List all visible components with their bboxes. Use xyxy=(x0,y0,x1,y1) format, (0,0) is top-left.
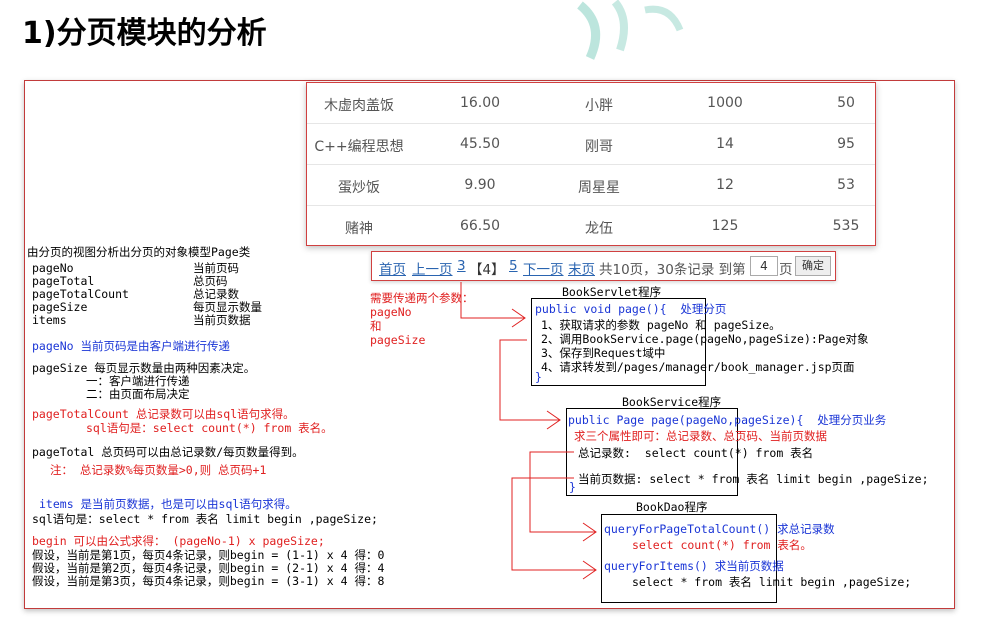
note-pagesize-2: 一：客户端进行传递 xyxy=(86,374,190,388)
note-pt-1: pageTotal 总页码可以由总记录数/每页数量得到。 xyxy=(32,445,304,459)
servlet-step-1: 1、获取请求的参数 pageNo 和 pageSize。 xyxy=(541,318,781,332)
table-cell: 9.90 xyxy=(464,177,496,193)
dao-box xyxy=(601,514,777,603)
arrow-servlet-to-service xyxy=(499,339,560,421)
dao-method-1: queryForPageTotalCount() 求总记录数 xyxy=(604,522,835,536)
dao-method-2: queryForItems() 求当前页数据 xyxy=(604,559,784,573)
params-note-3: 和 xyxy=(370,319,382,333)
dao-method-2-sql: select * from 表名 limit begin ,pageSize; xyxy=(632,575,912,589)
note-begin-4: 假设，当前是第3页，每页4条记录，则begin = (3-1) x 4 得：8 xyxy=(32,574,385,588)
table-cell: 45.50 xyxy=(459,136,501,152)
arrow-pager-to-servlet xyxy=(460,282,525,319)
service-close: } xyxy=(569,480,576,494)
service-items: 当前页数据: select * from 表名 limit begin ,pag… xyxy=(578,472,929,486)
page-5-link[interactable]: 5 xyxy=(509,258,518,274)
page-3-link[interactable]: 3 xyxy=(457,258,466,274)
table-cell: 刚哥 xyxy=(585,139,613,155)
page-number-input[interactable]: 4 xyxy=(750,256,778,276)
model-field-desc: 总页码 xyxy=(193,274,228,288)
pagination-bar: 首页 上一页 3 【4】 5 下一页 末页 共10页，30条记录 到第 4 页 … xyxy=(371,251,836,281)
table-cell: 16.00 xyxy=(459,95,501,111)
next-page-link[interactable]: 下一页 xyxy=(523,262,564,278)
params-note-2: pageNo xyxy=(370,305,412,319)
arrow-service-to-dao-items xyxy=(511,477,596,571)
model-field-desc: 当前页码 xyxy=(193,261,239,275)
params-note-1: 需要传递两个参数： xyxy=(370,291,474,305)
table-cell: 木虚肉盖饭 xyxy=(324,98,394,114)
watermark-logo xyxy=(576,0,684,60)
current-page: 【4】 xyxy=(469,262,505,278)
row-divider xyxy=(307,164,875,165)
table-cell: 50 xyxy=(837,95,855,111)
table-cell: 1000 xyxy=(707,95,743,111)
table-cell: 小胖 xyxy=(585,98,613,114)
table-cell: 95 xyxy=(837,136,855,152)
dao-method-1-sql: select count(*) from 表名。 xyxy=(632,538,812,552)
page-unit: 页 xyxy=(779,262,793,278)
table-cell: 66.50 xyxy=(459,218,501,234)
prev-page-link[interactable]: 上一页 xyxy=(412,262,453,278)
table-cell: 125 xyxy=(711,218,739,234)
first-page-link[interactable]: 首页 xyxy=(379,262,406,278)
table-cell: 蛋炒饭 xyxy=(338,180,380,196)
table-cell: 赌神 xyxy=(345,221,373,237)
arrow-service-to-dao-count xyxy=(529,451,596,533)
service-label: BookService程序 xyxy=(622,395,722,409)
note-pagesize-3: 二：由页面布局决定 xyxy=(86,387,190,401)
note-pageno: pageNo 当前页码是由客户端进行传递 xyxy=(32,339,230,353)
page-title: 1)分页模块的分析 xyxy=(22,16,267,51)
note-ptc-1: pageTotalCount 总记录数可以由sql语句求得。 xyxy=(32,407,295,421)
servlet-box xyxy=(531,298,706,386)
servlet-label: BookServlet程序 xyxy=(562,285,662,299)
model-field-name: pageTotal xyxy=(32,274,95,288)
table-cell: 周星星 xyxy=(578,180,620,196)
servlet-close: } xyxy=(535,370,542,384)
note-pt-2: 注： 总记录数%每页数量>0,则 总页码+1 xyxy=(50,463,267,477)
table-cell: 53 xyxy=(837,177,855,193)
table-cell: 12 xyxy=(716,177,734,193)
model-field-name: pageSize xyxy=(32,300,88,314)
pager-summary: 共10页，30条记录 到第 xyxy=(599,262,746,278)
service-total: 总记录数: select count(*) from 表名 xyxy=(578,446,814,460)
model-field-name: pageTotalCount xyxy=(32,287,129,301)
table-cell: 龙伍 xyxy=(585,221,613,237)
servlet-step-4: 4、请求转发到/pages/manager/book_manager.jsp页面 xyxy=(541,360,855,374)
row-divider xyxy=(307,123,875,124)
table-cell: 14 xyxy=(716,136,734,152)
model-field-desc: 当前页数据 xyxy=(193,313,251,327)
model-field-name: items xyxy=(32,313,67,327)
table-cell: 535 xyxy=(832,218,860,234)
service-signature: public Page page(pageNo,pageSize){ 处理分页业… xyxy=(568,413,887,427)
model-field-name: pageNo xyxy=(32,261,74,275)
table-cell: C++编程思想 xyxy=(314,139,404,155)
note-items-2: sql语句是：select * from 表名 limit begin ,pag… xyxy=(32,512,378,526)
confirm-button[interactable]: 确定 xyxy=(795,256,831,276)
last-page-link[interactable]: 末页 xyxy=(568,262,595,278)
note-begin-1: begin 可以由公式求得： (pageNo-1) x pageSize; xyxy=(32,534,325,548)
servlet-signature: public void page(){ 处理分页 xyxy=(535,302,727,316)
dao-label: BookDao程序 xyxy=(636,500,708,514)
model-heading: 由分页的视图分析出分页的对象模型Page类 xyxy=(27,245,251,259)
note-begin-2: 假设，当前是第1页，每页4条记录，则begin = (1-1) x 4 得：0 xyxy=(32,548,385,562)
note-ptc-2: sql语句是：select count(*) from 表名。 xyxy=(86,421,333,435)
model-field-desc: 每页显示数量 xyxy=(193,300,262,314)
note-begin-3: 假设，当前是第2页，每页4条记录，则begin = (2-1) x 4 得：4 xyxy=(32,561,385,575)
note-pagesize-1: pageSize 每页显示数量由两种因素决定。 xyxy=(32,361,256,375)
service-note: 求三个属性即可：总记录数、总页码、当前页数据 xyxy=(574,429,827,443)
model-field-desc: 总记录数 xyxy=(193,287,239,301)
params-note-4: pageSize xyxy=(370,333,426,347)
servlet-step-3: 3、保存到Request域中 xyxy=(541,346,666,360)
note-items-1: items 是当前页数据，也是可以由sql语句求得。 xyxy=(39,497,297,511)
row-divider xyxy=(307,205,875,206)
servlet-step-2: 2、调用BookService.page(pageNo,pageSize):Pa… xyxy=(541,332,869,346)
